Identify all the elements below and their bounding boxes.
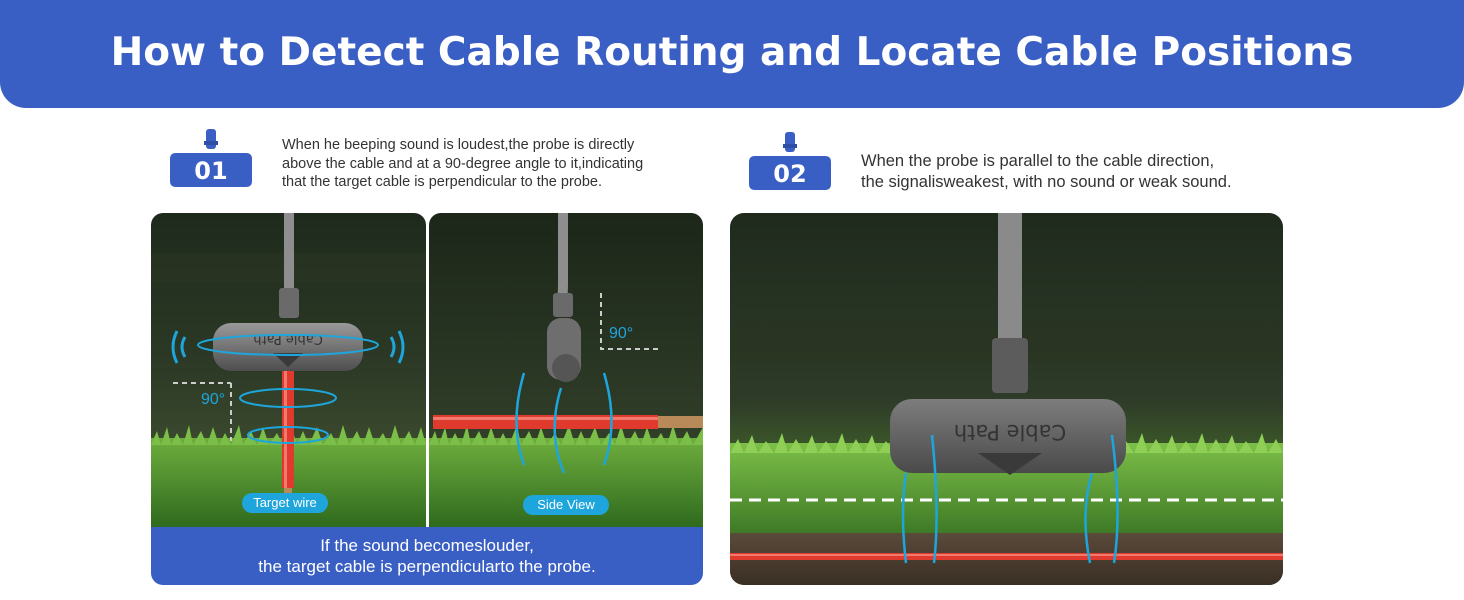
step-number: 01 <box>194 157 228 185</box>
probe-label: Cable Path <box>954 420 1066 444</box>
step-02-line-1: When the probe is parallel to the cable … <box>861 152 1215 170</box>
front-view-panel: Cable Path 90° Target wire <box>151 213 426 527</box>
step-01-line-1: When he beeping sound is loudest,the pro… <box>282 137 635 153</box>
target-wire-label: Target wire <box>242 493 328 513</box>
step-02-description: When the probe is parallel to the cable … <box>861 151 1232 193</box>
side-view-panel: 90° Side View <box>429 213 703 527</box>
step-number: 02 <box>773 160 807 188</box>
probe-badge-icon <box>749 132 831 190</box>
parallel-view-illustration: Cable Path <box>730 213 1283 585</box>
step-02-line-2: the signalisweakest, with no sound or we… <box>861 173 1232 191</box>
side-angle-label: 90° <box>609 325 634 342</box>
probe-label: Cable Path <box>253 331 323 346</box>
page-title: How to Detect Cable Routing and Locate C… <box>110 29 1354 75</box>
front-view-illustration: Cable Path <box>151 213 426 527</box>
caption-line-1: If the sound becomeslouder, <box>320 536 534 555</box>
caption-line-2: the target cable is perpendicularto the … <box>258 557 596 576</box>
step-01-line-2: above the cable and at a 90-degree angle… <box>282 155 644 172</box>
step-02-badge: 02 <box>745 130 835 192</box>
front-angle-label: 90° <box>201 391 226 408</box>
result-caption: If the sound becomeslouder, the target c… <box>151 527 703 585</box>
step-01-badge: 01 <box>166 127 256 189</box>
side-view-label: Side View <box>523 495 609 515</box>
side-view-illustration <box>429 213 703 527</box>
probe-badge-icon <box>170 129 252 187</box>
parallel-view-panel: Cable Path <box>730 213 1283 585</box>
step-01-description: When he beeping sound is loudest,the pro… <box>282 136 643 192</box>
step-01-line-3: that the target cable is perpendicular t… <box>282 174 603 190</box>
title-banner: How to Detect Cable Routing and Locate C… <box>0 0 1464 108</box>
